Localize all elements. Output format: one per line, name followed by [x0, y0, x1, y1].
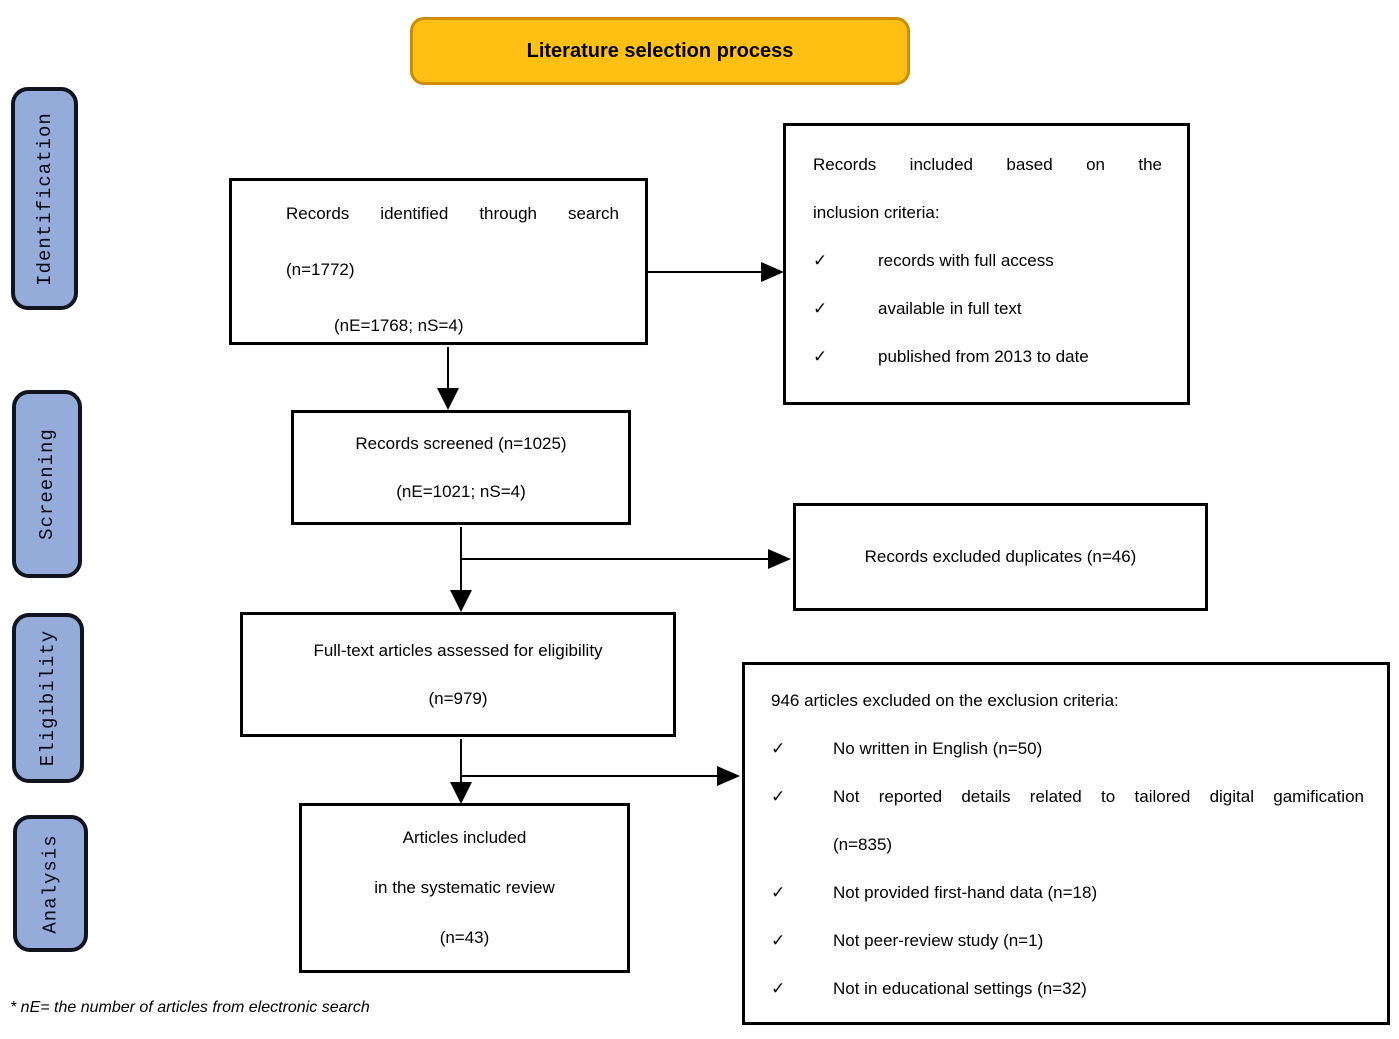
stage-identification: Identification	[11, 87, 78, 310]
stage-eligibility-label: Eligibility	[37, 629, 60, 767]
arrowhead-identified-to-inclusion	[761, 262, 784, 282]
exclusion-item: ✓ No written in English (n=50)	[771, 725, 1364, 773]
articles-included-line3: (n=43)	[439, 928, 490, 947]
stage-screening: Screening	[12, 390, 82, 578]
exclusion-item: ✓ Not provided first-hand data (n=18)	[771, 869, 1364, 917]
exclusion-item-label: Not in educational settings (n=32)	[833, 979, 1087, 998]
check-icon: ✓	[771, 931, 786, 950]
articles-included-line1: Articles included	[402, 828, 527, 847]
exclusion-item-label: Not reported details related to tailored…	[833, 773, 1364, 869]
exclusion-item-line1: Not reported details related to tailored…	[833, 787, 1364, 806]
diagram-title: Literature selection process	[410, 17, 910, 85]
articles-included-line2: in the systematic review	[374, 878, 555, 897]
check-icon: ✓	[813, 251, 828, 270]
exclusion-item: ✓ Not reported details related to tailor…	[771, 773, 1364, 869]
records-screened-line2: (nE=1021; nS=4)	[396, 481, 526, 501]
stage-screening-label: Screening	[36, 428, 58, 540]
inclusion-criteria-box: Records included based on the inclusion …	[783, 123, 1190, 405]
inclusion-intro-line2: inclusion criteria:	[813, 203, 940, 222]
exclusion-item-label: No written in English (n=50)	[833, 739, 1043, 758]
records-identified-line3: (nE=1768; nS=4)	[334, 316, 464, 335]
inclusion-item: ✓ published from 2013 to date	[813, 333, 1162, 381]
arrowhead-screened-to-eligibility	[450, 590, 472, 612]
arrowhead-screened-to-duplicates	[768, 549, 791, 569]
diagram-title-label: Literature selection process	[526, 39, 794, 62]
stage-identification-label: Identification	[33, 111, 56, 286]
inclusion-item: ✓ available in full text	[813, 285, 1162, 333]
exclusion-intro: 946 articles excluded on the exclusion c…	[771, 691, 1119, 710]
check-icon: ✓	[771, 883, 786, 902]
check-icon: ✓	[771, 739, 786, 758]
records-identified-line1: Records identified through search	[286, 204, 619, 223]
stage-analysis-label: Analysis	[39, 833, 62, 934]
check-icon: ✓	[771, 787, 786, 806]
records-screened-line1: Records screened (n=1025)	[355, 433, 567, 453]
exclusion-item-line2: (n=835)	[833, 835, 893, 854]
exclusion-item: ✓ Not in educational settings (n=32)	[771, 965, 1364, 1013]
exclusion-criteria-box: 946 articles excluded on the exclusion c…	[742, 662, 1390, 1025]
footnote: * nE= the number of articles from electr…	[10, 999, 370, 1016]
arrowhead-eligibility-to-included	[450, 782, 472, 804]
check-icon: ✓	[771, 979, 786, 998]
records-excluded-duplicates-label: Records excluded duplicates (n=46)	[864, 547, 1137, 566]
records-identified-line2: (n=1772)	[286, 260, 355, 279]
inclusion-item-label: available in full text	[878, 299, 1022, 318]
fulltext-assessed-line1: Full-text articles assessed for eligibil…	[313, 640, 603, 660]
stage-eligibility: Eligibility	[12, 613, 84, 783]
fulltext-assessed-box: Full-text articles assessed for eligibil…	[240, 612, 676, 737]
check-icon: ✓	[813, 299, 828, 318]
check-icon: ✓	[813, 347, 828, 366]
inclusion-item-label: records with full access	[878, 251, 1054, 270]
articles-included-box: Articles included in the systematic revi…	[299, 803, 630, 973]
exclusion-item-label: Not peer-review study (n=1)	[833, 931, 1044, 950]
exclusion-item: ✓ Not peer-review study (n=1)	[771, 917, 1364, 965]
exclusion-item-label: Not provided first-hand data (n=18)	[833, 883, 1098, 902]
fulltext-assessed-line2: (n=979)	[428, 688, 488, 708]
inclusion-item: ✓ records with full access	[813, 237, 1162, 285]
arrowhead-eligibility-to-exclusion	[717, 766, 740, 786]
records-excluded-duplicates-box: Records excluded duplicates (n=46)	[793, 503, 1208, 611]
records-screened-box: Records screened (n=1025) (nE=1021; nS=4…	[291, 410, 631, 525]
inclusion-intro-line1: Records included based on the	[813, 155, 1162, 174]
inclusion-item-label: published from 2013 to date	[878, 347, 1089, 366]
stage-analysis: Analysis	[13, 815, 88, 952]
arrowhead-identified-to-screened	[437, 388, 459, 410]
records-identified-box: Records identified through search (n=177…	[229, 178, 648, 345]
